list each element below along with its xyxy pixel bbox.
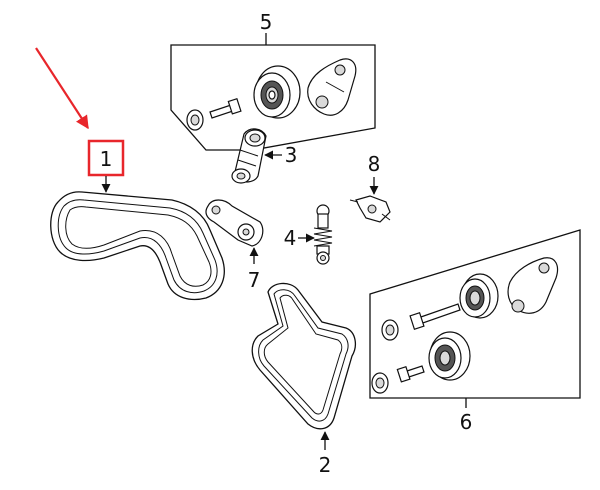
belt-part-2 — [251, 282, 357, 430]
pulley-assembly-6 — [371, 257, 559, 394]
callout-6-label: 6 — [460, 410, 473, 434]
damper-part-4 — [313, 204, 333, 265]
callout-8-label: 8 — [368, 152, 381, 176]
pulley-assembly-5 — [186, 58, 357, 131]
callout-5-label: 5 — [260, 10, 273, 34]
callout-7-label: 7 — [248, 268, 261, 292]
tensioner-part-3 — [231, 128, 267, 184]
assembly-box-6 — [369, 229, 581, 408]
callout-3-label: 3 — [285, 143, 298, 167]
bracket-part-8 — [349, 195, 391, 223]
callout-2-label: 2 — [319, 453, 332, 477]
highlight-arrow — [35, 47, 89, 130]
idler-bracket-part-7 — [205, 199, 264, 247]
belt-part-1 — [50, 191, 225, 301]
highlight-box — [87, 139, 125, 177]
callout-4-label: 4 — [284, 226, 297, 250]
callout-1-label: 1 — [100, 147, 113, 171]
